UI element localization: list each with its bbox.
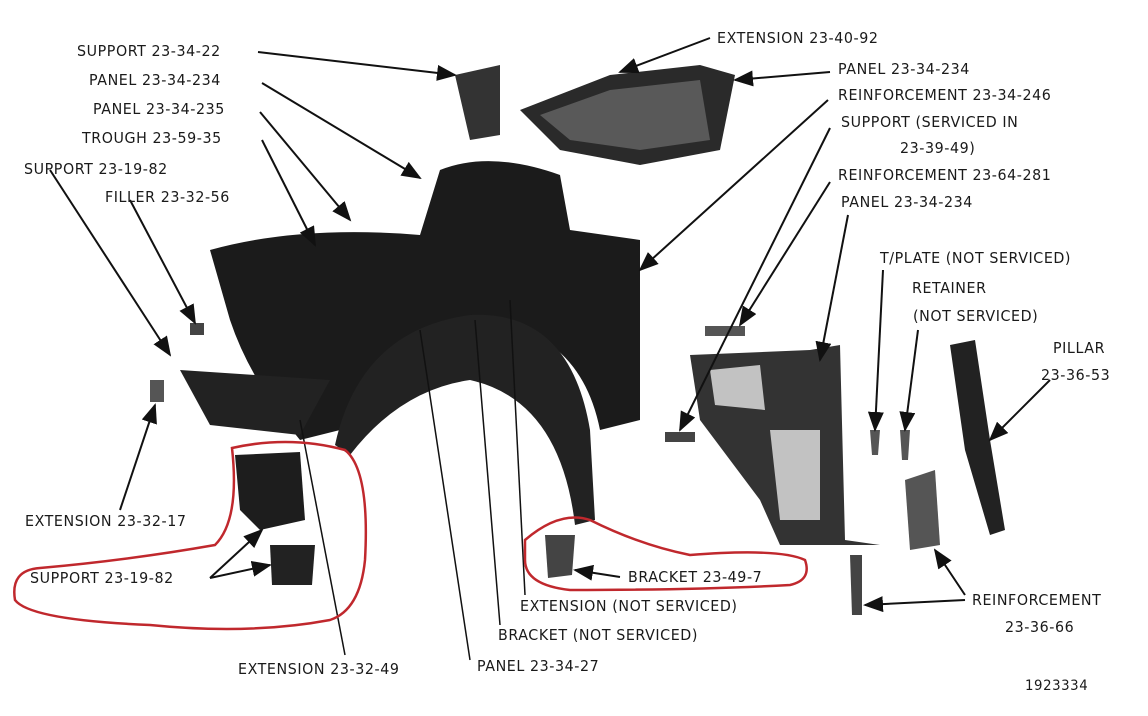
label-retainer-1: RETAINER	[912, 279, 987, 297]
label-support-serviced-2: 23-39-49)	[900, 139, 976, 157]
label-filler-23-32-56: FILLER 23-32-56	[105, 188, 230, 206]
label-reinforcement-1: REINFORCEMENT	[972, 591, 1102, 609]
support-23-19-82-part	[235, 452, 305, 530]
label-pillar-1: PILLAR	[1053, 339, 1106, 357]
label-panel-23-34-235: PANEL 23-34-235	[93, 100, 225, 118]
label-retainer-2: (NOT SERVICED)	[913, 307, 1039, 325]
label-bracket-23-49-7: BRACKET 23-49-7	[628, 568, 763, 586]
label-extension-23-32-49: EXTENSION 23-32-49	[238, 660, 400, 678]
label-support-23-19-82-top: SUPPORT 23-19-82	[24, 160, 168, 178]
label-support-23-19-82-bottom: SUPPORT 23-19-82	[30, 569, 174, 587]
figure-number: 1923334	[1025, 678, 1089, 694]
label-tplate: T/PLATE (NOT SERVICED)	[880, 249, 1072, 267]
label-reinforcement-23-34-246: REINFORCEMENT 23-34-246	[838, 86, 1052, 104]
label-panel-23-34-27: PANEL 23-34-27	[477, 657, 600, 675]
label-support-23-34-22: SUPPORT 23-34-22	[77, 42, 221, 60]
label-reinforcement-2: 23-36-66	[1005, 618, 1075, 636]
label-panel-23-34-234: PANEL 23-34-234	[89, 71, 221, 89]
label-pillar-2: 23-36-53	[1041, 366, 1111, 384]
label-extension-23-32-17: EXTENSION 23-32-17	[25, 512, 187, 530]
wheelhouse-part	[335, 314, 595, 525]
label-reinforcement-23-64-281: REINFORCEMENT 23-64-281	[838, 166, 1052, 184]
label-extension-not-serviced: EXTENSION (NOT SERVICED)	[520, 597, 738, 615]
filler-part	[190, 323, 204, 335]
label-trough-23-59-35: TROUGH 23-59-35	[82, 129, 222, 147]
label-panel-23-34-234-b: PANEL 23-34-234	[838, 60, 970, 78]
quarter-panel-part	[210, 161, 640, 440]
bracket-23-49-7-part	[545, 535, 575, 578]
label-panel-23-34-234-c: PANEL 23-34-234	[841, 193, 973, 211]
extension-part	[180, 370, 330, 435]
pillar-part	[950, 340, 1005, 535]
support-23-34-22-part	[455, 65, 500, 140]
label-support-serviced-1: SUPPORT (SERVICED IN	[841, 113, 1019, 131]
label-bracket-not-serviced: BRACKET (NOT SERVICED)	[498, 626, 698, 644]
highlight-loops	[13, 440, 808, 631]
reinforcement-part	[905, 470, 940, 550]
label-extension-23-40-92: EXTENSION 23-40-92	[717, 29, 879, 47]
